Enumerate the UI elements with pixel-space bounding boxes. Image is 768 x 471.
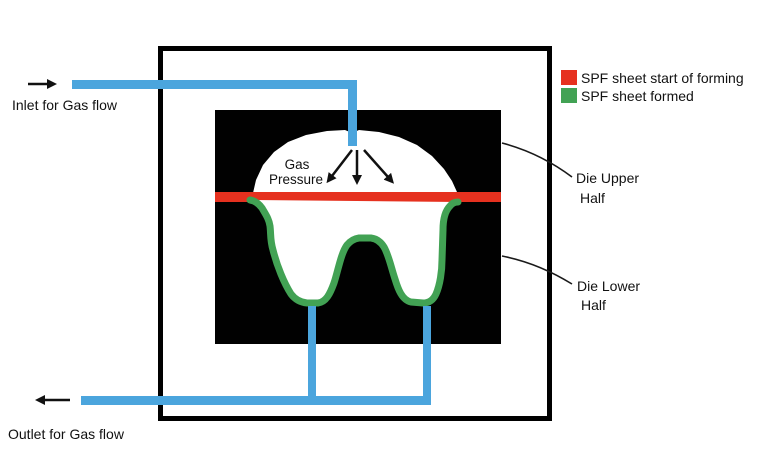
inlet-label: Inlet for Gas flow	[12, 97, 118, 113]
die-upper-label: Die Upper Half	[576, 170, 639, 206]
spf-formed-swatch-icon	[561, 88, 577, 103]
spf-sheet-formed	[246, 196, 462, 307]
legend-label-spf-formed: SPF sheet formed	[581, 88, 694, 104]
die-lower-label-line1: Die Lower	[577, 278, 640, 294]
die-lower-leader-line	[501, 255, 573, 285]
gas-pipes	[72, 80, 431, 405]
die-lower-label-line2: Half	[581, 297, 606, 313]
legend: SPF sheet start of forming SPF sheet for…	[561, 70, 744, 104]
inlet-pipe-horizontal	[72, 80, 357, 89]
outlet-pipe-left-vertical	[308, 306, 316, 405]
die-upper-leader-line	[501, 142, 573, 178]
gas-pressure-arrow-left-icon	[326, 149, 353, 184]
spf-sheet-start	[215, 192, 501, 202]
spf-start-swatch-icon	[561, 70, 577, 85]
die-upper-label-line2: Half	[580, 190, 605, 206]
outlet-pipe-horizontal	[81, 396, 431, 405]
legend-item-spf-formed: SPF sheet formed	[561, 88, 694, 104]
gas-pressure-arrows	[326, 149, 394, 185]
inlet-pipe-vertical	[348, 80, 357, 146]
legend-label-spf-start: SPF sheet start of forming	[581, 70, 744, 86]
legend-item-spf-start: SPF sheet start of forming	[561, 70, 744, 86]
gas-pressure-label-line1: Gas	[285, 157, 310, 172]
outlet-label: Outlet for Gas flow	[8, 426, 125, 442]
die-upper-label-line1: Die Upper	[576, 170, 639, 186]
die-upper-cavity	[253, 130, 458, 202]
gas-pressure-label: Gas Pressure	[269, 157, 323, 187]
gas-pressure-label-line2: Pressure	[269, 172, 323, 187]
outlet-pipe-right-vertical	[423, 306, 431, 405]
gas-pressure-arrow-right-icon	[363, 149, 394, 184]
die-lower-label: Die Lower Half	[577, 278, 640, 313]
